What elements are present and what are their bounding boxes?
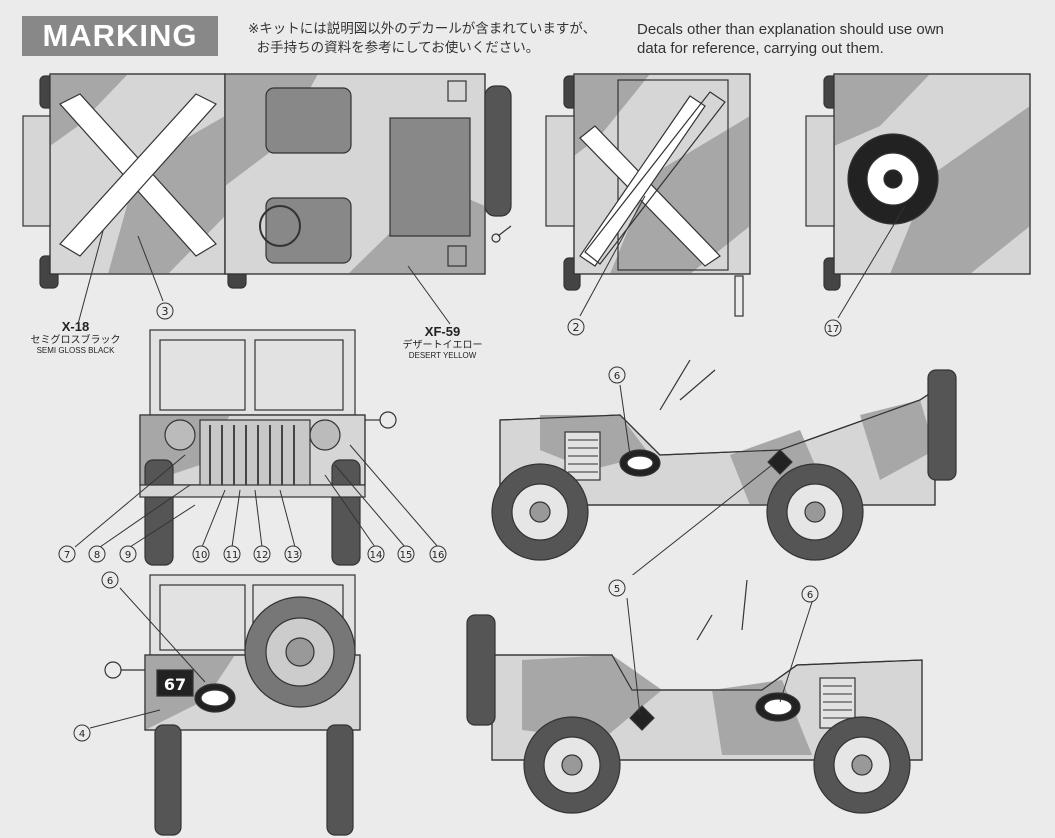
- callout-17: 17: [827, 324, 840, 335]
- paint-code: X-18: [61, 319, 90, 334]
- callout-10: 10: [195, 550, 208, 561]
- callout-12: 12: [256, 550, 269, 561]
- paint-name-en: DESERT YELLOW: [408, 351, 477, 361]
- paint-label-xf59: XF-59 デザートイエロー DESERT YELLOW: [385, 324, 500, 361]
- note-japanese: ※キットには説明図以外のデカールが含まれていますが、 お手持ちの資料を参考にして…: [248, 21, 597, 56]
- callout-13: 13: [287, 550, 300, 561]
- callout-2: 2: [573, 321, 580, 334]
- callout-6: 6: [107, 576, 113, 587]
- front-view: 7 8 9 10 11 12 13 14 15 16: [58, 329, 447, 566]
- header: MARKING ※キットには説明図以外のデカールが含まれていますが、 お手持ちの…: [0, 0, 1055, 60]
- side-view-right: 6: [491, 359, 957, 575]
- callout-7: 7: [64, 550, 70, 561]
- side-view-left: 5 6: [466, 579, 923, 814]
- paint-name-en: SEMI GLOSS BLACK: [36, 346, 115, 356]
- callout-11: 11: [226, 550, 239, 561]
- note-english: Decals other than explanation should use…: [637, 21, 944, 57]
- callout-15: 15: [400, 550, 413, 561]
- paint-label-x18: X-18 セミグロスブラック SEMI GLOSS BLACK: [18, 319, 133, 356]
- callout-16: 16: [432, 550, 445, 561]
- callout-6: 6: [614, 371, 620, 382]
- paint-code: XF-59: [424, 324, 461, 339]
- top-view-main: 3: [22, 73, 512, 325]
- rear-view: 67 6 4: [73, 571, 361, 836]
- callout-14: 14: [370, 550, 383, 561]
- top-view-hood-roundel: 17: [805, 73, 1031, 337]
- top-view-hood-x: 2: [545, 73, 751, 336]
- plate-number: 67: [164, 675, 186, 694]
- callout-8: 8: [94, 550, 100, 561]
- callout-9: 9: [125, 550, 131, 561]
- paint-name-jp: セミグロスブラック: [30, 334, 121, 346]
- callout-4: 4: [79, 729, 85, 740]
- callout-6: 6: [807, 590, 813, 601]
- paint-name-jp: デザートイエロー: [402, 339, 483, 351]
- page-title: MARKING: [22, 16, 218, 56]
- callout-5: 5: [614, 584, 620, 595]
- callout-3: 3: [162, 305, 169, 318]
